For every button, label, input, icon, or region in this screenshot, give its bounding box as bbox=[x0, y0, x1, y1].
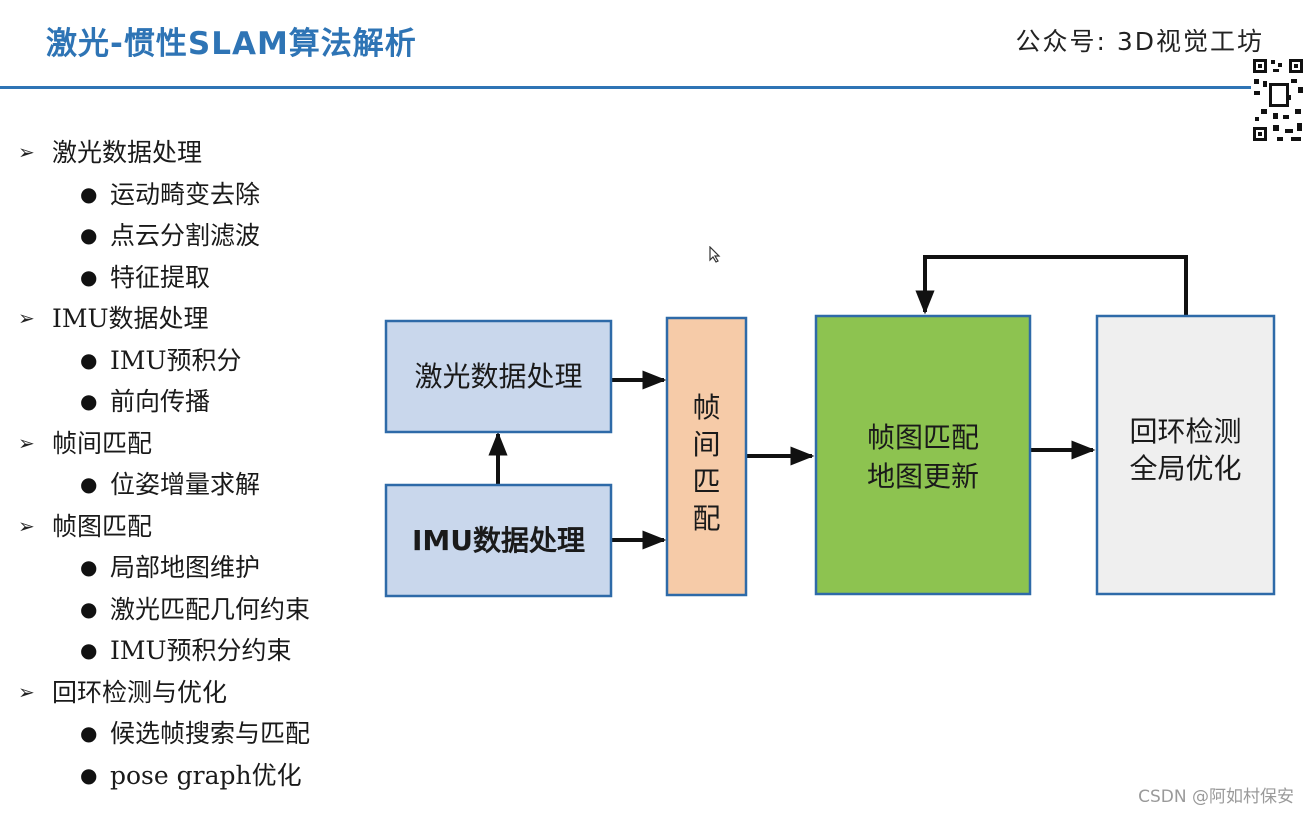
page-title: 激光-惯性SLAM算法解析 bbox=[46, 26, 417, 62]
dot-bullet-icon: ● bbox=[80, 264, 98, 289]
account-label: 公众号: 3D视觉工坊 bbox=[1015, 27, 1264, 56]
outline-section-label: IMU数据处理 bbox=[52, 304, 209, 333]
imu-processing-label: IMU数据处理 bbox=[412, 524, 585, 557]
dot-bullet-icon: ● bbox=[80, 472, 98, 496]
outline-item-label: IMU预积分约束 bbox=[110, 636, 292, 665]
map-matching-box bbox=[814, 314, 1032, 596]
dot-bullet-icon: ● bbox=[80, 223, 98, 247]
outline-item-label: 位姿增量求解 bbox=[110, 470, 261, 499]
frame-matching-char-3: 匹 bbox=[692, 465, 720, 498]
dot-bullet-icon: ● bbox=[80, 762, 98, 787]
dot-bullet-icon: ● bbox=[80, 721, 98, 745]
outline-section-label: 帧图匹配 bbox=[52, 511, 153, 541]
frame-matching-char-1: 帧 bbox=[692, 391, 720, 424]
arrow-bullet-icon: ➢ bbox=[18, 306, 35, 330]
dot-bullet-icon: ● bbox=[80, 596, 98, 621]
outline-section: ➢ 帧间匹配 bbox=[18, 423, 368, 465]
map-update-label: 地图更新 bbox=[867, 460, 979, 493]
arrow-bullet-icon: ➢ bbox=[18, 679, 35, 704]
imu-processing-box bbox=[384, 483, 613, 598]
laser-processing-label: 激光数据处理 bbox=[414, 360, 582, 393]
outline-section-label: 激光数据处理 bbox=[52, 138, 203, 167]
outline-section-label: 帧间匹配 bbox=[52, 428, 153, 458]
arrow-bullet-icon: ➢ bbox=[18, 140, 35, 164]
outline-item-label: 候选帧搜索与匹配 bbox=[110, 719, 311, 748]
outline-item: ● 局部地图维护 bbox=[18, 547, 368, 589]
outline-item: ● 特征提取 bbox=[18, 257, 368, 299]
outline-item-label: 激光匹配几何约束 bbox=[110, 594, 311, 624]
watermark: CSDN @阿如村保安 bbox=[1138, 787, 1294, 807]
outline-item: ● 前向传播 bbox=[18, 381, 368, 423]
outline-section: ➢ IMU数据处理 bbox=[18, 298, 368, 340]
outline-section-label: 回环检测与优化 bbox=[52, 677, 228, 707]
map-matching-label: 帧图匹配 bbox=[867, 421, 979, 454]
header-divider bbox=[0, 86, 1252, 89]
outline-item: ● 候选帧搜索与匹配 bbox=[18, 713, 368, 755]
outline-item-label: 前向传播 bbox=[110, 387, 211, 416]
outline-list: ➢ 激光数据处理 ● 运动畸变去除 ● 点云分割滤波 ● 特征提取 ➢ IMU数据处理 ● IMU预积… bbox=[18, 132, 368, 796]
outline-item: ● 激光匹配几何约束 bbox=[18, 589, 368, 631]
outline-item-label: 点云分割滤波 bbox=[110, 221, 261, 250]
frame-matching-char-4: 配 bbox=[692, 502, 720, 535]
outline-item: ● IMU预积分约束 bbox=[18, 630, 368, 672]
outline-item: ● 位姿增量求解 bbox=[18, 464, 368, 506]
outline-item-label: IMU预积分 bbox=[110, 345, 242, 375]
outline-item-label: pose graph优化 bbox=[110, 760, 302, 790]
outline-item-label: 局部地图维护 bbox=[110, 553, 261, 582]
dot-bullet-icon: ● bbox=[80, 347, 98, 372]
frame-matching-char-2: 间 bbox=[692, 428, 720, 461]
frame-matching-box bbox=[665, 316, 748, 597]
arrow-loop-feedback bbox=[915, 255, 1188, 315]
arrow-bullet-icon: ➢ bbox=[18, 513, 35, 538]
outline-item: ● pose graph优化 bbox=[18, 755, 368, 797]
dot-bullet-icon: ● bbox=[80, 389, 98, 413]
outline-item: ● 点云分割滤波 bbox=[18, 215, 368, 257]
dot-bullet-icon: ● bbox=[80, 638, 98, 662]
outline-section: ➢ 帧图匹配 bbox=[18, 506, 368, 548]
arrow-bullet-icon: ➢ bbox=[18, 430, 35, 455]
loop-detection-label: 回环检测 bbox=[1129, 415, 1241, 448]
outline-item-label: 特征提取 bbox=[110, 262, 211, 292]
outline-section: ➢ 回环检测与优化 bbox=[18, 672, 368, 714]
loop-closure-box bbox=[1095, 314, 1276, 596]
outline-item: ● 运动畸变去除 bbox=[18, 174, 368, 216]
dot-bullet-icon: ● bbox=[80, 181, 98, 206]
laser-processing-box bbox=[384, 319, 613, 434]
mouse-cursor-icon bbox=[709, 246, 721, 263]
global-optimization-label: 全局优化 bbox=[1129, 452, 1241, 485]
outline-section: ➢ 激光数据处理 bbox=[18, 132, 368, 174]
outline-item-label: 运动畸变去除 bbox=[110, 179, 261, 209]
dot-bullet-icon: ● bbox=[80, 555, 98, 579]
qr-code-icon bbox=[1251, 57, 1306, 145]
outline-item: ● IMU预积分 bbox=[18, 340, 368, 382]
